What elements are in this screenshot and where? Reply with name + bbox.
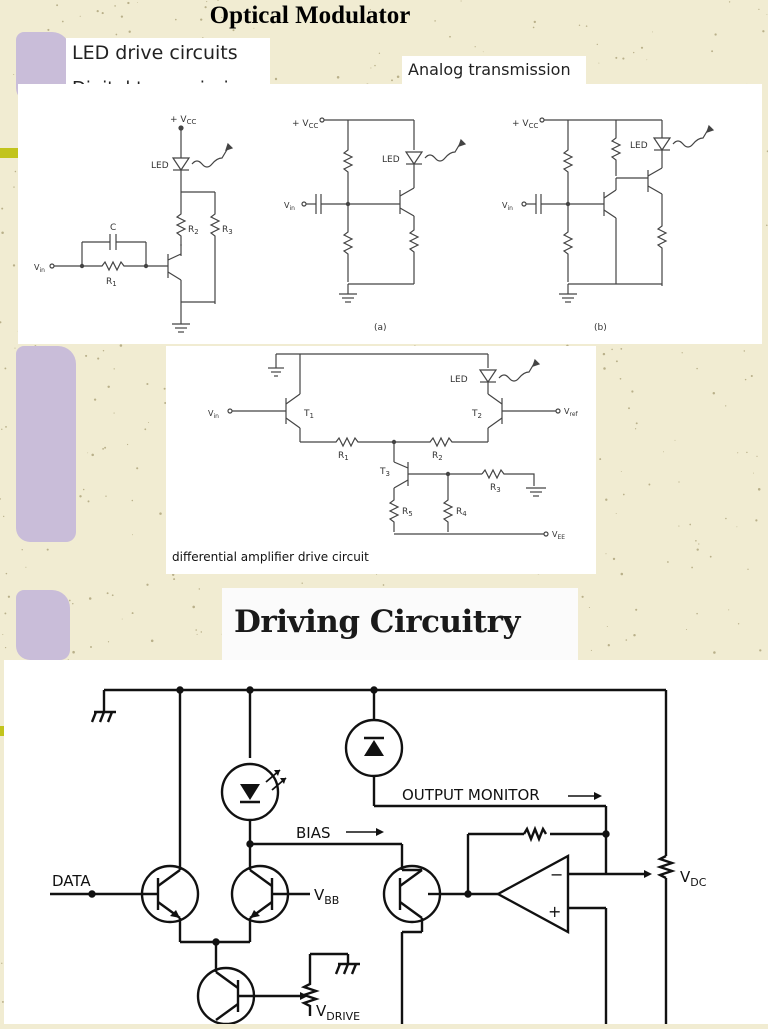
svg-text:Vin: Vin (502, 201, 513, 212)
data-label: DATA (52, 872, 91, 890)
fig-a-label: (a) (374, 323, 387, 333)
driving-heading-box: Driving Circuitry (222, 588, 578, 660)
svg-text:VDC: VDC (680, 868, 707, 889)
led-drive-panel: + VCC LED R2 R3 Vin R1 C + VCC (18, 84, 762, 344)
svg-text:T2: T2 (471, 409, 482, 420)
led-drive-circuits-diagram: + VCC LED R2 R3 Vin R1 C + VCC (34, 115, 715, 333)
differential-caption: differential amplifier drive circuit (172, 550, 369, 564)
driving-circuitry-panel: BIAS OUTPUT MONITOR DATA VBB VDRIVE (4, 660, 768, 1026)
svg-text:R4: R4 (456, 507, 467, 518)
driving-circuitry-heading: Driving Circuitry (234, 604, 520, 640)
svg-text:+ VCC: + VCC (292, 119, 318, 130)
svg-text:VBB: VBB (314, 886, 339, 907)
svg-text:VEE: VEE (552, 530, 565, 541)
svg-text:C: C (110, 223, 116, 233)
svg-text:R2: R2 (432, 451, 443, 462)
slide-title: Optical Modulator (209, 2, 411, 29)
svg-text:R2: R2 (188, 225, 199, 236)
decorative-accent-1 (0, 148, 18, 158)
analog-drive-circuit-a: + VCC LED Vin (a) (284, 117, 467, 333)
decorative-blob-3 (16, 590, 70, 660)
svg-text:LED: LED (450, 375, 468, 385)
analog-label-box (402, 56, 586, 84)
svg-text:R1: R1 (106, 277, 117, 288)
fig-b-label: (b) (594, 323, 607, 333)
svg-text:Vin: Vin (34, 263, 45, 274)
svg-text:R5: R5 (402, 507, 413, 518)
led-drive-label: LED drive circuits (72, 42, 238, 64)
svg-text:LED: LED (630, 141, 648, 151)
svg-text:LED: LED (151, 161, 169, 171)
svg-text:R3: R3 (222, 225, 233, 236)
svg-text:R1: R1 (338, 451, 349, 462)
svg-text:VDRIVE: VDRIVE (316, 1002, 360, 1023)
differential-amplifier-panel: Vin T1 LED T2 Vref R1 R2 T3 R3 R5 R4 VEE… (166, 346, 596, 574)
svg-text:+: + (548, 902, 561, 921)
svg-text:Vin: Vin (284, 201, 295, 212)
svg-text:Vin: Vin (208, 409, 219, 420)
svg-text:T3: T3 (379, 467, 390, 478)
analog-drive-circuit-b: + VCC LED Vin (b) (502, 117, 715, 333)
digital-drive-circuit: + VCC LED R2 R3 Vin R1 C (34, 115, 234, 333)
svg-text:+ VCC: + VCC (512, 119, 538, 130)
svg-text:T1: T1 (303, 409, 314, 420)
output-monitor-label: OUTPUT MONITOR (402, 786, 540, 804)
svg-text:R3: R3 (490, 483, 501, 494)
svg-text:+ VCC: + VCC (170, 115, 196, 126)
driving-circuitry-diagram: BIAS OUTPUT MONITOR DATA VBB VDRIVE (50, 686, 707, 1026)
decorative-blob-2 (16, 346, 76, 542)
bias-label: BIAS (296, 824, 331, 842)
differential-amplifier-diagram: Vin T1 LED T2 Vref R1 R2 T3 R3 R5 R4 VEE (208, 353, 579, 541)
svg-text:−: − (550, 865, 563, 884)
svg-text:LED: LED (382, 155, 400, 165)
svg-text:Vref: Vref (564, 407, 579, 418)
analog-transmission-label: Analog transmission (408, 60, 571, 79)
